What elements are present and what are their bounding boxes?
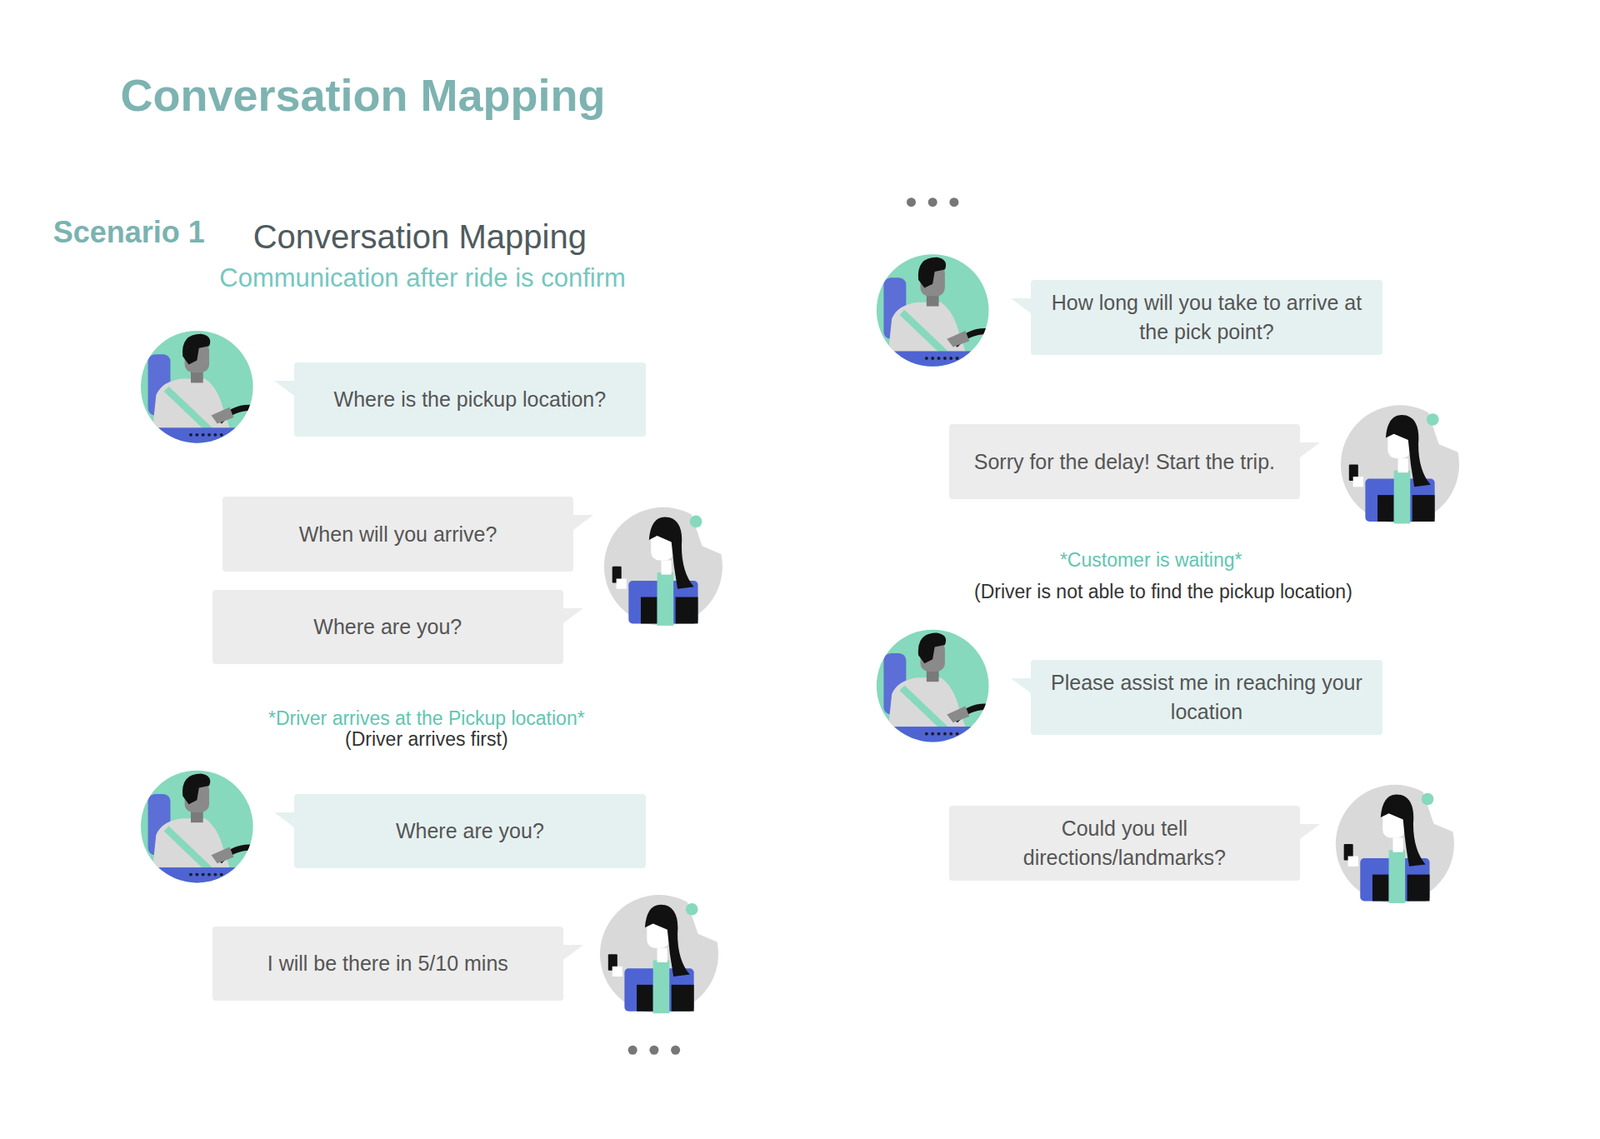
- message-text: Where are you?: [313, 612, 462, 642]
- message-text: Where is the pickup location?: [334, 385, 607, 415]
- section-heading: Conversation Mapping: [253, 217, 587, 256]
- customer-avatar: [1335, 780, 1463, 904]
- message-text: When will you arrive?: [299, 520, 498, 550]
- scenario-label: Scenario 1: [53, 215, 205, 250]
- driver-message: How long will you take to arrive at the …: [1030, 280, 1383, 356]
- customer-message: Where are you?: [212, 590, 564, 665]
- section-subheading: Communication after ride is confirm: [219, 263, 626, 294]
- event-note: (Driver arrives first): [345, 727, 509, 750]
- customer-message: I will be there in 5/10 mins: [212, 926, 564, 1001]
- message-text: I will be there in 5/10 mins: [267, 949, 509, 979]
- message-text: Where are you?: [395, 816, 545, 846]
- event-note: *Driver arrives at the Pickup location*: [268, 707, 585, 730]
- driver-message: Where is the pickup location?: [294, 362, 646, 437]
- customer-message: Could you tell directions/landmarks?: [949, 805, 1300, 881]
- driver-message: Please assist me in reaching your locati…: [1030, 660, 1383, 735]
- event-note: (Driver is not able to find the pickup l…: [974, 580, 1353, 603]
- page-title: Conversation Mapping: [120, 69, 605, 121]
- event-note: *Customer is waiting*: [1060, 549, 1243, 571]
- customer-avatar: [600, 890, 727, 1014]
- message-text: Could you tell directions/landmarks?: [969, 814, 1280, 873]
- message-text: Please assist me in reaching your locati…: [1050, 668, 1363, 727]
- driver-avatar: [125, 330, 269, 449]
- driver-avatar: [125, 770, 269, 889]
- customer-message: When will you arrive?: [222, 496, 574, 571]
- driver-avatar: [860, 630, 1004, 748]
- driver-avatar: [860, 254, 1004, 372]
- customer-avatar: [604, 503, 731, 626]
- customer-message: Sorry for the delay! Start the trip.: [949, 424, 1300, 499]
- customer-avatar: [1340, 400, 1468, 524]
- message-text: How long will you take to arrive at the …: [1050, 288, 1363, 347]
- driver-message: Where are you?: [294, 794, 646, 869]
- message-text: Sorry for the delay! Start the trip.: [974, 447, 1275, 477]
- ellipsis-dots: [628, 197, 960, 1055]
